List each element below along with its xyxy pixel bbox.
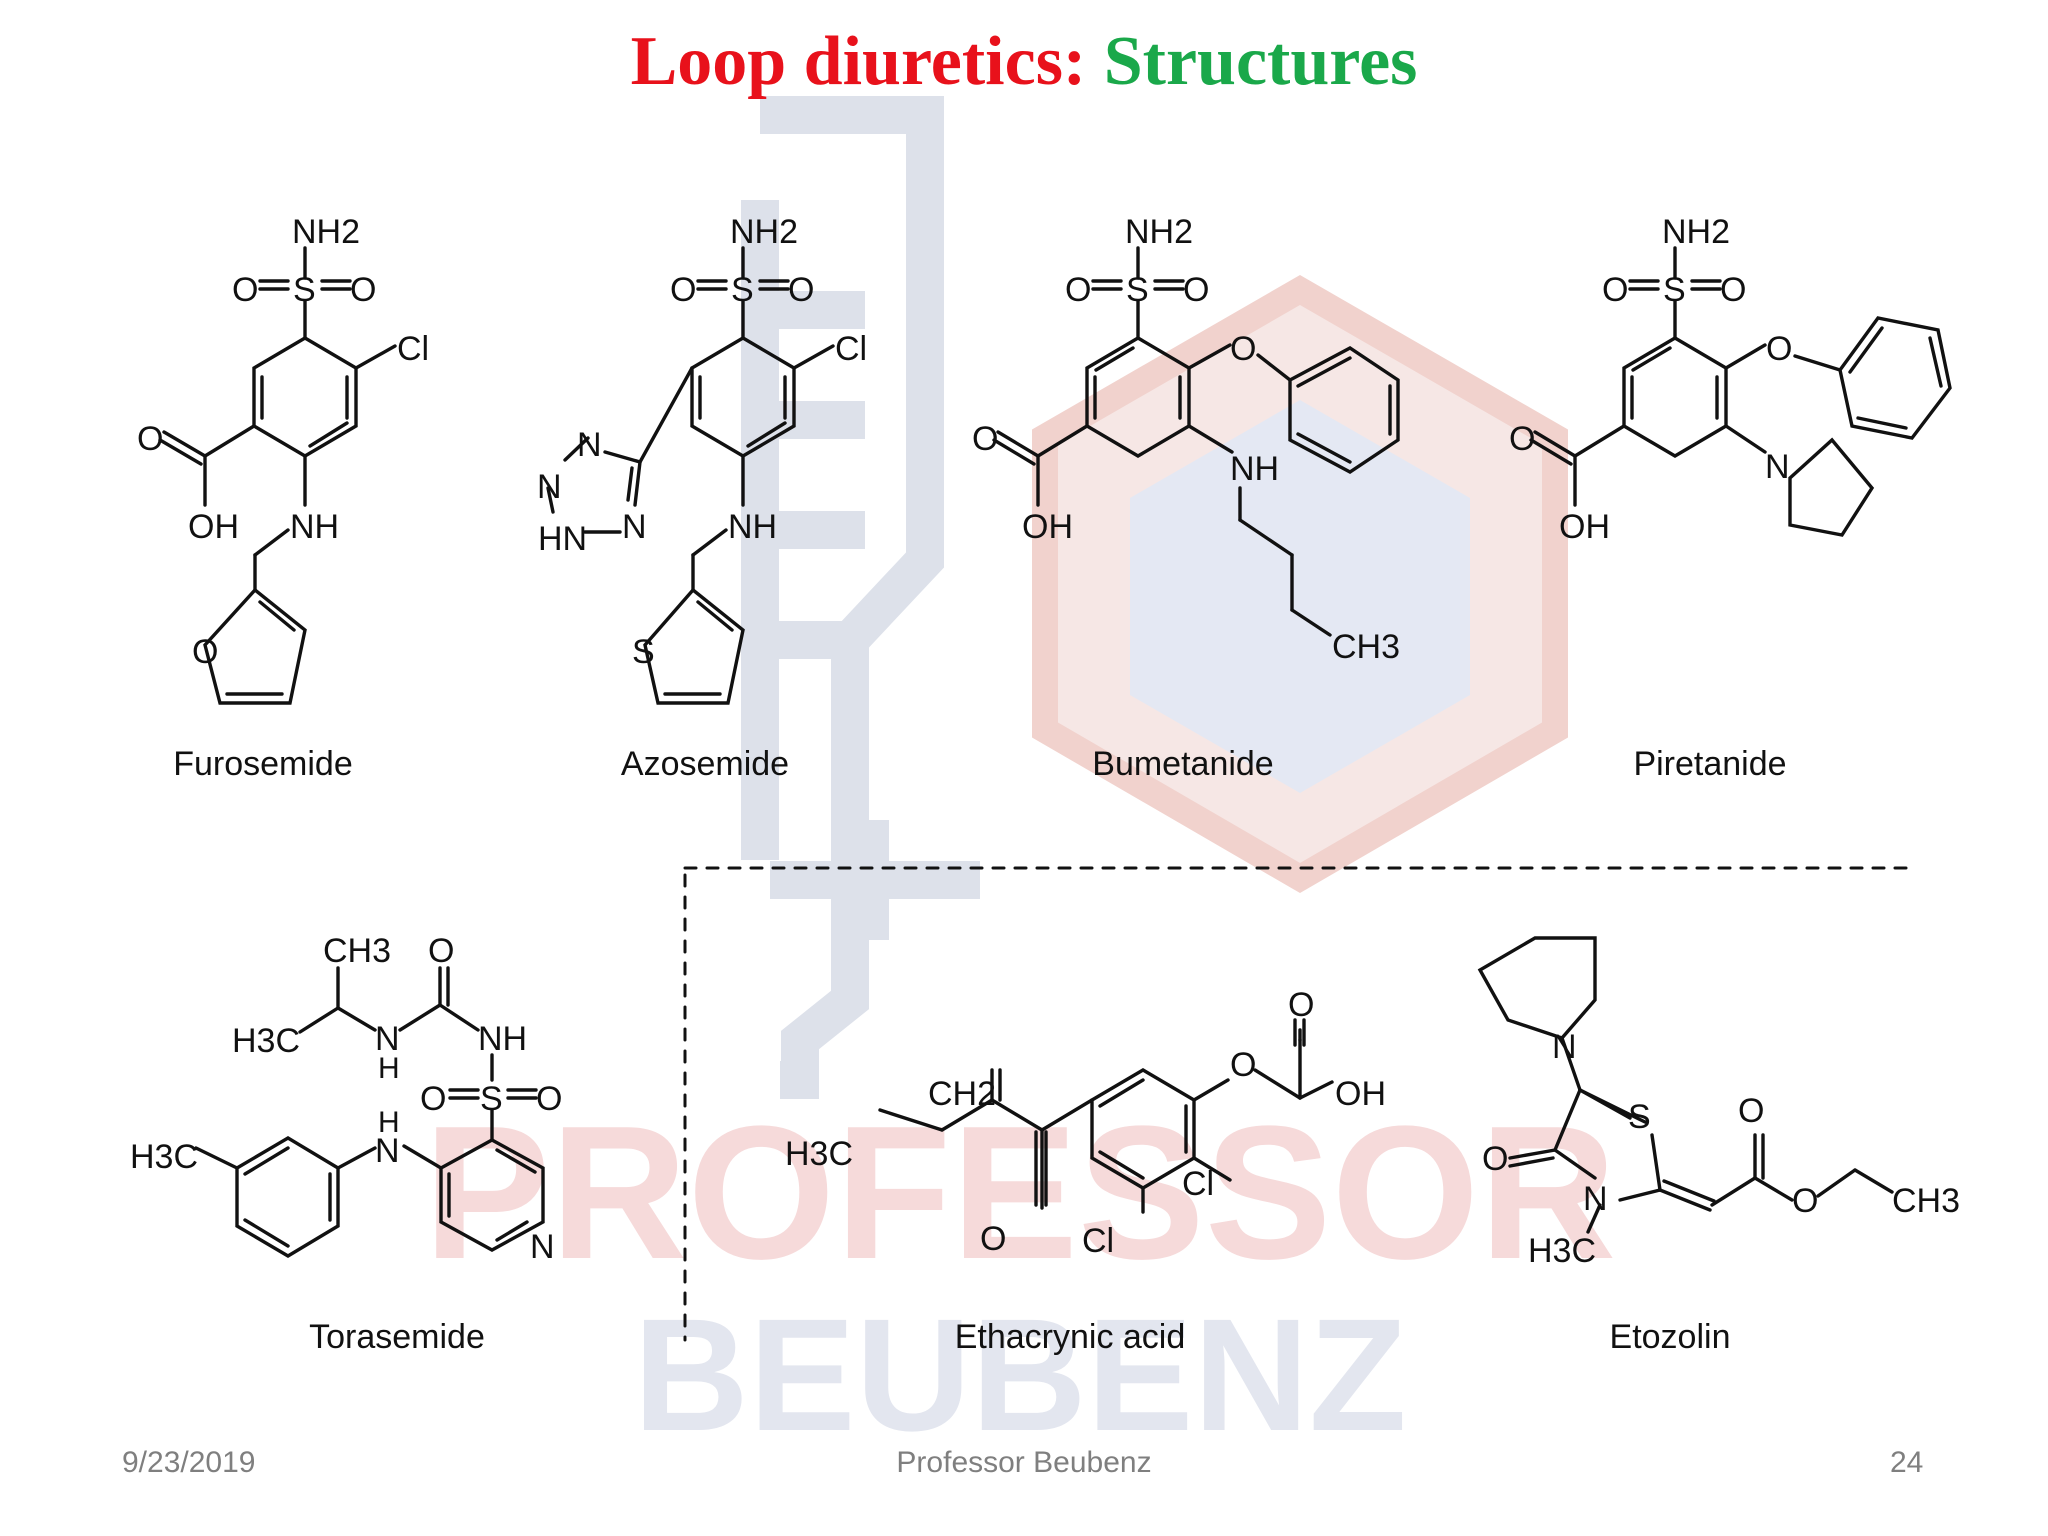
name-ethacrynic-acid: Ethacrynic acid [955,1318,1186,1356]
torasemide-n-pyr: N [530,1228,555,1266]
etozolin-ch3: CH3 [1892,1182,1960,1220]
azosemide-s: S [731,271,754,309]
etozolin-structure [1477,936,1894,1234]
page-title: Loop diuretics: Structures [0,22,2048,102]
bumetanide-ch3: CH3 [1332,628,1400,666]
ethacrynic-o-ketone: O [980,1220,1006,1258]
azosemide-cl: Cl [835,330,867,368]
footer-page-number: 24 [1890,1446,1924,1479]
piretanide-o-carbonyl: O [1509,420,1535,458]
piretanide-o-ether: O [1766,330,1792,368]
title-part2: Structures [1103,23,1418,100]
etozolin-o-ring: O [1482,1140,1508,1178]
torasemide-n-amine: N [375,1132,400,1170]
furosemide-o-ring: O [192,633,218,671]
name-azosemide: Azosemide [621,745,789,783]
etozolin-h3c: H3C [1528,1232,1596,1270]
bumetanide-o-ether: O [1230,330,1256,368]
etozolin-o-ester2: O [1792,1182,1818,1220]
torasemide-o1: O [420,1080,446,1118]
ethacrynic-cl2: Cl [1082,1222,1114,1260]
ethacrynic-h3c: H3C [785,1135,853,1173]
azosemide-nh2: NH2 [730,213,798,251]
torasemide-n-urea: N [375,1020,400,1058]
name-furosemide: Furosemide [173,745,353,783]
torasemide-ch3-top: CH3 [323,932,391,970]
compound-names: Furosemide Azosemide Bumetanide Piretani… [173,745,1786,1356]
ethacrynic-acid-side-chains [878,1018,1334,1214]
etozolin-o-ester1: O [1738,1092,1764,1130]
furosemide-o-carbonyl: O [137,420,163,458]
azosemide-n2: N [537,468,562,506]
torasemide-h-amine: H [378,1106,400,1139]
name-torasemide: Torasemide [309,1318,485,1356]
azosemide-hn: HN [538,520,587,558]
piretanide-s: S [1663,271,1686,309]
etozolin-n-pip: N [1552,1028,1577,1066]
bumetanide-structure [992,246,1400,637]
ethacrynic-o-acid: O [1288,986,1314,1024]
etozolin-s: S [1628,1098,1651,1136]
torasemide-h-urea: H [378,1052,400,1085]
ethacrynic-oh: OH [1335,1075,1386,1113]
azosemide-n1: N [577,426,602,464]
torasemide-o2: O [536,1080,562,1118]
bumetanide-nh2: NH2 [1125,213,1193,251]
bumetanide-o-carbonyl: O [972,420,998,458]
azosemide-s-ring: S [632,633,655,671]
torasemide-h3c-iso: H3C [232,1022,300,1060]
torasemide-nh: NH [478,1020,527,1058]
furosemide-oh: OH [188,508,239,546]
ethacrynic-cl1: Cl [1182,1165,1214,1203]
bumetanide-o2: O [1183,271,1209,309]
azosemide-nh: NH [728,508,777,546]
name-piretanide: Piretanide [1633,745,1786,783]
azosemide-o2: O [788,271,814,309]
torasemide-s: S [480,1080,503,1118]
torasemide-structure [194,966,545,1258]
piretanide-o2: O [1720,271,1746,309]
bumetanide-s: S [1126,271,1149,309]
furosemide-structure [158,246,397,705]
footer-author: Professor Beubenz [896,1446,1152,1479]
piretanide-nh2: NH2 [1662,213,1730,251]
watermark-line2: BEUBENZ [633,1285,1406,1464]
azosemide-structure [546,246,835,705]
watermark-line1: PROFESSOR [424,1087,1617,1299]
name-etozolin: Etozolin [1610,1318,1731,1356]
furosemide-nh2: NH2 [292,213,360,251]
furosemide-cl: Cl [397,330,429,368]
bumetanide-nh: NH [1230,450,1279,488]
piretanide-structure [1529,246,1952,537]
piretanide-n: N [1765,448,1790,486]
azosemide-n3: N [622,508,647,546]
azosemide-o1: O [670,271,696,309]
watermark-flask-icon [741,96,980,1099]
atom-labels: NH2 S O O Cl O OH NH O NH2 S O O Cl N N … [130,213,1960,1270]
footer-date: 9/23/2019 [122,1446,256,1479]
furosemide-o1: O [232,271,258,309]
furosemide-nh: NH [290,508,339,546]
title-part1: Loop diuretics: [630,23,1087,100]
ethacrynic-ch2: CH2 [928,1075,996,1113]
etozolin-n-ring: N [1583,1180,1608,1218]
ethacrynic-o-ether: O [1230,1046,1256,1084]
bumetanide-o1: O [1065,271,1091,309]
piretanide-o1: O [1602,271,1628,309]
furosemide-o2: O [350,271,376,309]
piretanide-oh: OH [1559,508,1610,546]
bumetanide-oh: OH [1022,508,1073,546]
name-bumetanide: Bumetanide [1092,745,1273,783]
furosemide-s: S [293,271,316,309]
torasemide-h3c-tol: H3C [130,1138,198,1176]
torasemide-o-urea: O [428,932,454,970]
